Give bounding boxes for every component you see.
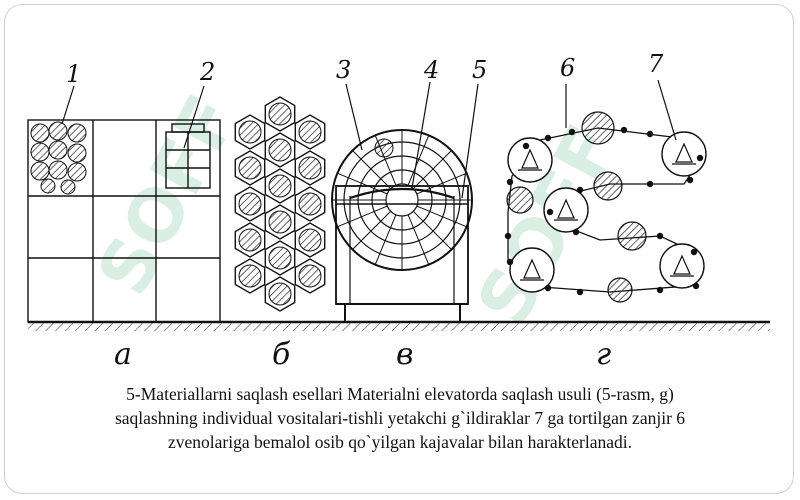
honeycomb-cell <box>234 258 266 294</box>
drum-spoke <box>407 135 430 186</box>
panel-label-a: а <box>114 337 132 372</box>
chain-link <box>544 284 552 292</box>
stored-roll <box>238 228 262 252</box>
chain-link <box>656 232 664 240</box>
stacked-items <box>30 121 87 195</box>
chain-link <box>576 186 584 194</box>
caption-line-2: saqlashning individual vositalari-tishli… <box>114 408 686 428</box>
drum-spoke <box>352 150 392 190</box>
stored-roll <box>298 192 322 216</box>
chain-link <box>656 286 664 294</box>
drum-spoke <box>416 205 467 228</box>
stored-roll <box>268 174 292 198</box>
caption-line-1: 5-Materiallarni saqlash esellari Materia… <box>126 384 674 404</box>
chain-link <box>620 126 628 134</box>
stored-roll <box>238 192 262 216</box>
label-5: 5 <box>472 56 487 84</box>
chain-link <box>506 178 514 186</box>
chain-link <box>576 288 584 296</box>
chain-link <box>692 282 700 290</box>
ground-line <box>28 320 770 331</box>
stored-roll <box>268 210 292 234</box>
watermark-left: SOFF <box>81 82 254 308</box>
drum-spoke <box>412 210 452 250</box>
chain-link <box>572 228 580 236</box>
stored-roll <box>298 264 322 288</box>
chain-link <box>546 208 554 216</box>
stored-roll <box>268 246 292 270</box>
chain-link <box>646 180 654 188</box>
label-1: 1 <box>66 60 81 88</box>
honeycomb-cell <box>264 168 296 204</box>
drum-spoke <box>337 205 388 228</box>
sprockets <box>506 111 647 303</box>
slide-frame <box>4 4 794 494</box>
drum-spoke <box>374 214 397 265</box>
label-2: 2 <box>199 58 215 86</box>
stored-roll <box>238 264 262 288</box>
drum-spoke <box>352 210 392 250</box>
honeycomb-cell <box>234 114 266 150</box>
label-7: 7 <box>648 50 664 78</box>
honeycomb-cell <box>294 222 326 258</box>
stored-roll <box>268 102 292 126</box>
chain-link <box>506 258 514 266</box>
panel-label-b: б <box>272 337 291 372</box>
honeycomb-cell <box>264 204 296 240</box>
honeycomb-cell <box>294 150 326 186</box>
chain-link <box>690 248 698 256</box>
figure-caption: 5-Materiallarni saqlash esellari Materia… <box>40 382 760 454</box>
label-4: 4 <box>423 56 439 84</box>
honeycomb-cell <box>264 276 296 312</box>
honeycomb-cell <box>264 240 296 276</box>
label-6: 6 <box>560 54 575 82</box>
chain-links <box>504 126 704 296</box>
honeycomb-cell <box>294 258 326 294</box>
honeycomb-cell <box>234 222 266 258</box>
cabinet-unit <box>165 123 211 189</box>
chain-link <box>544 134 552 142</box>
svg-text:SOFF: SOFF <box>81 82 254 308</box>
chain-link <box>696 154 704 162</box>
chain-link <box>504 232 512 240</box>
stored-roll <box>238 120 262 144</box>
honeycomb-cell <box>234 150 266 186</box>
honeycomb-cell <box>294 186 326 222</box>
stored-roll <box>298 228 322 252</box>
honeycomb-cell <box>264 132 296 168</box>
stored-roll <box>298 120 322 144</box>
panel-a-rack <box>27 85 221 323</box>
stored-roll <box>298 156 322 180</box>
drum-spoke <box>407 214 430 265</box>
panel-v-drum <box>331 81 479 322</box>
storage-methods-diagram: SOFF SOFF <box>27 50 770 372</box>
carriers <box>507 131 707 293</box>
drum-spoke <box>412 150 452 190</box>
panel-b-honeycomb <box>234 96 326 312</box>
panel-g-chain-elevator <box>504 79 707 303</box>
honeycomb-cell <box>234 186 266 222</box>
honeycomb-cell <box>294 114 326 150</box>
stored-roll <box>268 282 292 306</box>
panel-labels: а б в г <box>114 337 611 372</box>
label-3: 3 <box>336 56 351 84</box>
caption-line-3: zvenolariga bemalol osib qo`yilgan kajav… <box>167 432 633 452</box>
part-labels: 1 2 3 4 5 6 7 <box>66 50 664 88</box>
honeycomb-cell <box>264 96 296 132</box>
panel-label-g: г <box>596 337 611 372</box>
stored-roll <box>238 156 262 180</box>
stored-roll <box>268 138 292 162</box>
chain-link <box>522 142 530 150</box>
panel-label-v: в <box>396 337 413 372</box>
chain-link <box>646 130 654 138</box>
chain-link <box>686 176 694 184</box>
chain-link <box>568 128 576 136</box>
